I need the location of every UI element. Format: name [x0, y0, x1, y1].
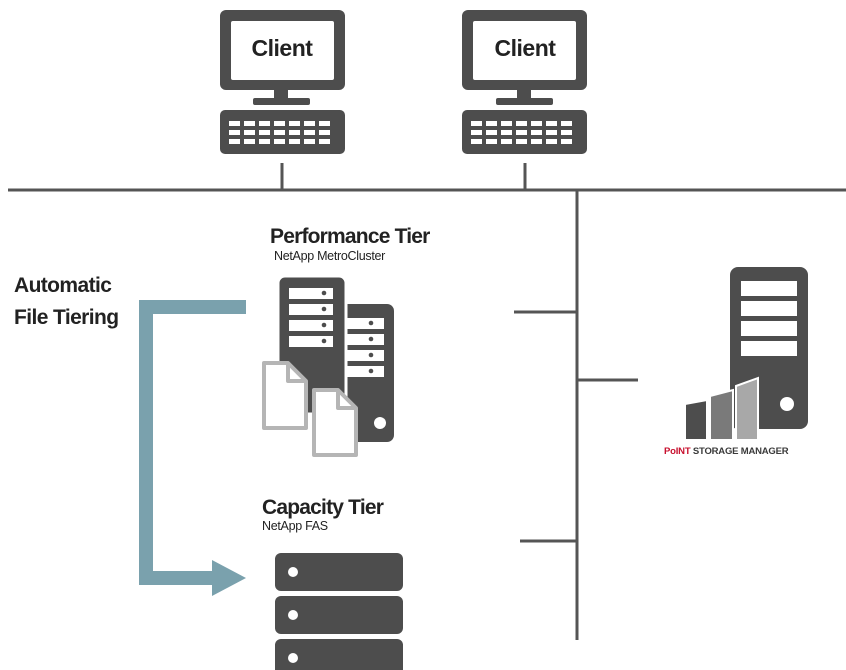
- storage-bars-logo-icon: [684, 376, 759, 441]
- client-label: Client: [494, 35, 556, 61]
- brand-suffix: STORAGE MANAGER: [690, 446, 789, 457]
- network-lines: [8, 163, 846, 640]
- tiering-label-line-2: File Tiering: [14, 306, 119, 329]
- brand-prefix: PoINT: [664, 446, 691, 457]
- capacity-tier-title: Capacity Tier: [262, 496, 384, 519]
- capacity-storage-icon: [275, 553, 403, 670]
- monitor-stand: [517, 90, 531, 99]
- capacity-tier-subtitle: NetApp FAS: [262, 519, 328, 533]
- performance-tier-title: Performance Tier: [270, 225, 430, 248]
- tiering-label-line-1: Automatic: [14, 274, 112, 297]
- arrowhead-icon: [212, 560, 246, 596]
- performance-tier-subtitle: NetApp MetroCluster: [274, 249, 386, 263]
- tiering-arrow: [139, 300, 246, 596]
- document-icon: [262, 361, 308, 430]
- client-label: Client: [251, 35, 313, 61]
- client-workstation-2: [462, 10, 587, 154]
- monitor-stand: [274, 90, 288, 99]
- storage-manager-brand: PoINT STORAGE MANAGER: [664, 446, 789, 457]
- document-icon: [312, 388, 358, 457]
- client-workstation-1: [220, 10, 345, 154]
